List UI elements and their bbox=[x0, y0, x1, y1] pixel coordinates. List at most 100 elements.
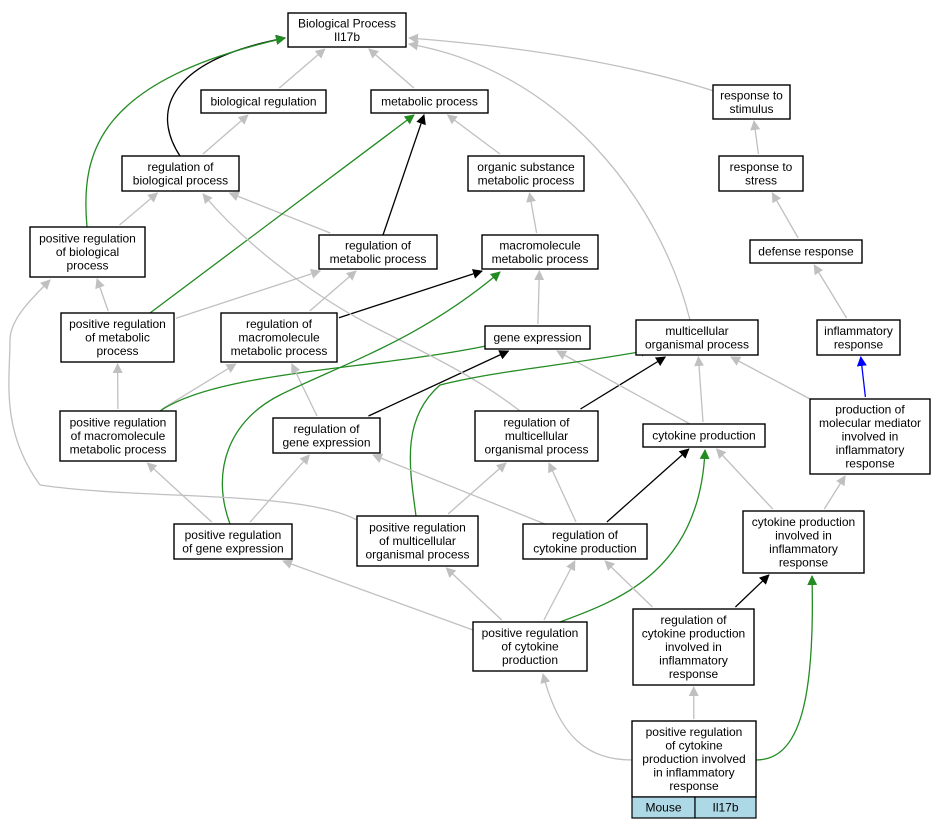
node-label-line: organismal process bbox=[365, 548, 469, 562]
node-box-inflam bbox=[816, 319, 901, 356]
node-label-line: cytokine production bbox=[642, 627, 745, 641]
node-box-root bbox=[287, 12, 407, 48]
node-label-line: response to bbox=[730, 160, 793, 174]
edge-target-to-cyto_inflam bbox=[755, 575, 818, 761]
edge-defense-to-resp_stress bbox=[771, 192, 799, 239]
node-box-resp_stress bbox=[718, 155, 804, 192]
node-label-line: response bbox=[669, 779, 719, 793]
node-label-line: positive regulation bbox=[646, 725, 743, 739]
edge-resp_stim-to-root bbox=[408, 33, 721, 94]
legend-species: Mouse bbox=[645, 801, 681, 815]
edge-cyto_inflam-to-prod_mol bbox=[823, 475, 846, 510]
edge-reg_cyto_inflam-to-cyto_inflam bbox=[734, 574, 770, 608]
node-label-line: organismal process bbox=[645, 337, 749, 351]
node-cyto_prod[interactable]: cytokine production bbox=[642, 423, 766, 448]
node-label-line: involved in bbox=[775, 528, 832, 542]
node-label-line: metabolic process bbox=[478, 173, 575, 187]
node-box-org_sub bbox=[467, 155, 585, 192]
node-label-line: positive regulation bbox=[482, 626, 579, 640]
node-label-line: involved in bbox=[665, 640, 722, 654]
node-label-line: response bbox=[845, 457, 895, 471]
edge-reg_cyto-to-reg_multi bbox=[548, 462, 577, 523]
node-label-line: process bbox=[66, 259, 108, 273]
node-box-cyto_inflam bbox=[742, 510, 865, 574]
node-label-line: of gene expression bbox=[182, 541, 283, 555]
node-label-line: response bbox=[834, 337, 884, 351]
node-label-line: response bbox=[669, 667, 719, 681]
node-metab[interactable]: metabolic process bbox=[370, 89, 489, 114]
edge-pos_reg_metab-to-pos_reg_bio bbox=[95, 278, 109, 312]
node-box-reg_macro_metab bbox=[220, 312, 338, 363]
node-label-line: inflammatory bbox=[769, 542, 838, 556]
node-label-line: inflammatory bbox=[659, 654, 728, 668]
edge-target-to-pos_reg_cyto bbox=[540, 673, 633, 761]
edge-pos_reg_metab-to-metab bbox=[149, 114, 415, 314]
node-label-line: involved in bbox=[842, 430, 899, 444]
node-box-bioreg bbox=[200, 89, 327, 114]
node-label-line: multicellular bbox=[665, 324, 728, 338]
node-label-line: Biological Process bbox=[298, 16, 396, 30]
node-label-line: process bbox=[96, 344, 138, 358]
node-label-line: positive regulation bbox=[185, 528, 282, 542]
node-box-pos_reg_gene bbox=[173, 523, 293, 560]
edge-reg_multi-to-reg_bio bbox=[202, 193, 521, 412]
node-label-line: response to bbox=[720, 88, 783, 102]
edge-pos_reg_multi-to-reg_multi bbox=[447, 462, 507, 515]
edge-reg_metab-to-metab bbox=[382, 114, 426, 236]
edge-pos_reg_multi-to-pos_reg_bio bbox=[8, 279, 358, 521]
node-label-line: regulation of bbox=[660, 613, 727, 627]
edge-reg_multi-to-multicell bbox=[580, 356, 667, 410]
edge-multicell-to-root bbox=[408, 40, 691, 321]
node-box-metab bbox=[370, 89, 489, 114]
node-label-line: metabolic process bbox=[70, 443, 167, 457]
edge-cyto_inflam-to-cyto_prod bbox=[715, 448, 774, 510]
legend-gene-cell bbox=[694, 796, 757, 819]
node-defense[interactable]: defense response bbox=[749, 239, 863, 264]
node-box-pos_reg_multi bbox=[356, 515, 479, 567]
node-label-line: inflammatory bbox=[836, 443, 905, 457]
edge-bioreg-to-root bbox=[278, 48, 326, 89]
node-box-reg_bio bbox=[121, 155, 240, 192]
node-box-reg_gene bbox=[272, 417, 381, 454]
node-label-line: production involved bbox=[642, 752, 745, 766]
edge-cyto_prod-to-multicell bbox=[694, 356, 705, 423]
node-label-line: of biological bbox=[56, 245, 119, 259]
node-label-line: metabolic process bbox=[231, 344, 328, 358]
edge-pos_reg_cyto-to-reg_cyto bbox=[543, 560, 576, 621]
node-label-line: stress bbox=[745, 173, 777, 187]
edge-pos_reg_gene-to-pos_reg_macro bbox=[146, 462, 213, 523]
node-label-line: molecular mediator bbox=[819, 416, 921, 430]
edge-pos_reg_macro-to-reg_macro_metab bbox=[161, 363, 237, 410]
node-label-line: of cytokine bbox=[665, 739, 723, 753]
node-label-line: organismal process bbox=[484, 443, 588, 457]
node-bioreg[interactable]: biological regulation bbox=[200, 89, 327, 114]
node-label-line: biological process bbox=[133, 173, 228, 187]
node-gene_expr[interactable]: gene expression bbox=[484, 325, 591, 350]
node-box-reg_cyto_inflam bbox=[632, 608, 755, 686]
edge-pos_reg_cyto-to-pos_reg_gene bbox=[282, 559, 474, 631]
